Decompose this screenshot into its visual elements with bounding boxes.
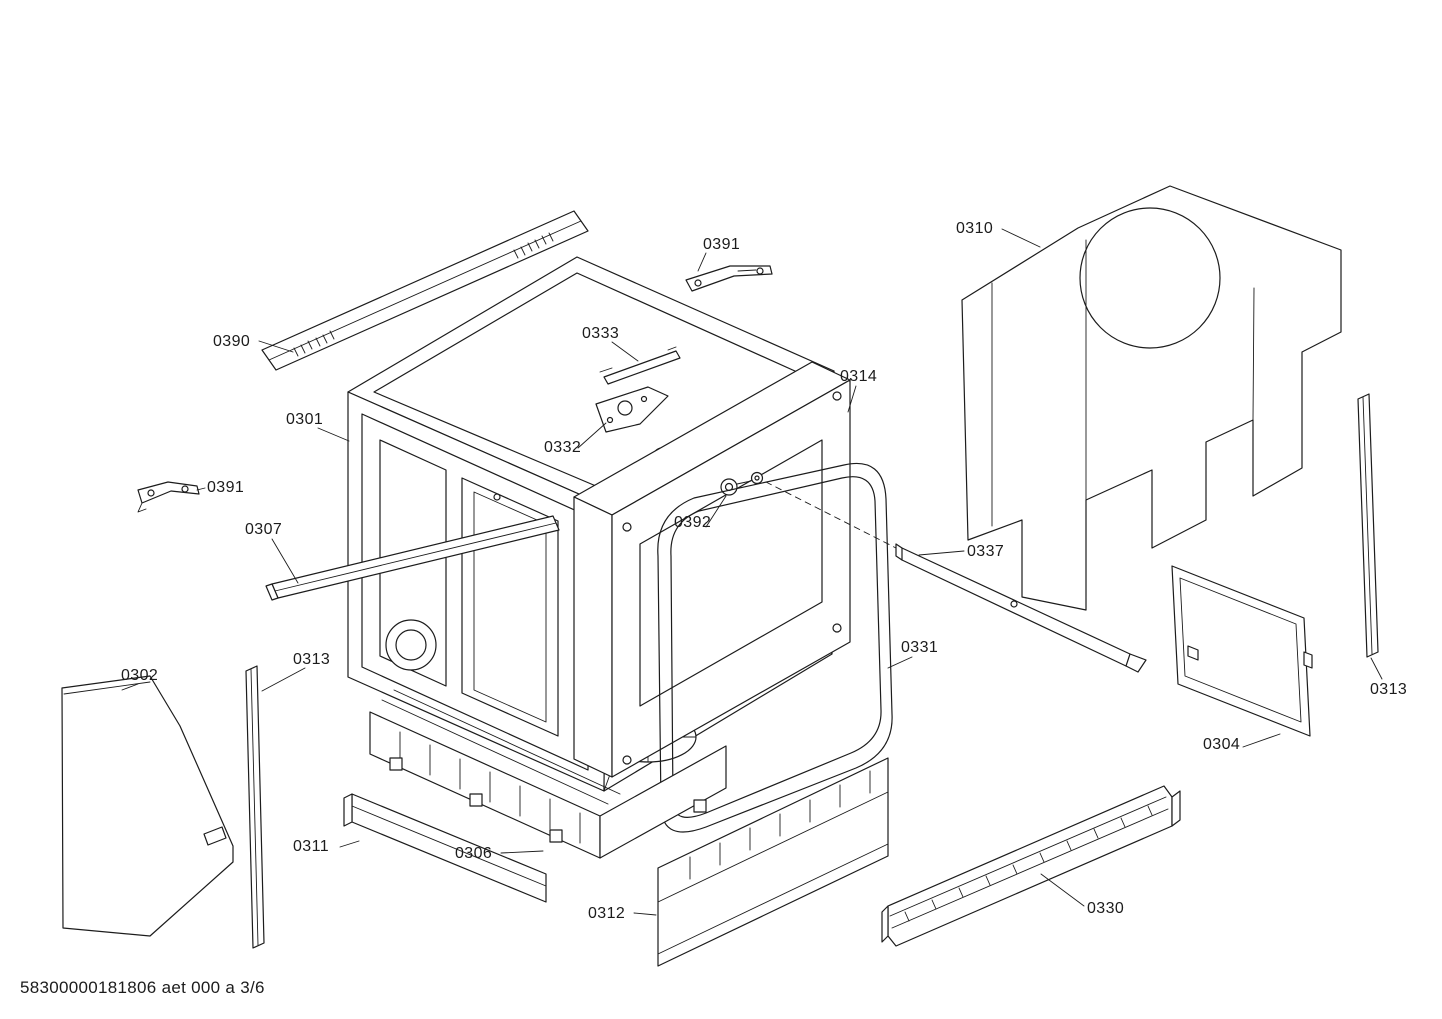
part-0331-door-seal xyxy=(657,462,893,833)
part-0332-lock xyxy=(595,386,669,433)
part-0306-base-assembly xyxy=(369,689,727,859)
part-label-0310: 0310 xyxy=(956,220,994,237)
part-0313-strip-left xyxy=(245,665,265,949)
part-0311-base-front-cover xyxy=(343,793,547,903)
part-0302-side-panel-left xyxy=(61,675,234,937)
part-label-0306: 0306 xyxy=(455,845,493,862)
part-0333-latch-rod xyxy=(599,346,681,385)
part-0313-strip-right xyxy=(1357,393,1379,658)
part-label-0391-left: 0391 xyxy=(207,479,245,496)
part-label-0392: 0392 xyxy=(674,514,712,531)
doc-code: 58300000181806 aet 000 a 3/6 xyxy=(20,978,265,997)
part-label-0337: 0337 xyxy=(967,543,1005,560)
part-label-0307: 0307 xyxy=(245,521,283,538)
part-label-0313-right: 0313 xyxy=(1370,681,1408,698)
part-label-0311: 0311 xyxy=(293,838,330,855)
part-label-0391-top: 0391 xyxy=(703,236,741,253)
part-0391-bracket-top xyxy=(685,265,773,292)
part-label-0314: 0314 xyxy=(840,368,878,385)
part-label-0332: 0332 xyxy=(544,439,582,456)
part-0307-rail xyxy=(265,515,560,601)
part-0304-panel-right xyxy=(1171,565,1313,737)
part-label-0302: 0302 xyxy=(121,667,159,684)
part-0330-insulation-strip-right xyxy=(881,785,1181,947)
part-label-0313-left: 0313 xyxy=(293,651,331,668)
part-0310-insulation-wrap xyxy=(961,185,1342,611)
part-label-0330: 0330 xyxy=(1087,900,1125,917)
part-label-0390: 0390 xyxy=(213,333,251,350)
part-label-0312: 0312 xyxy=(588,905,626,922)
part-label-0304: 0304 xyxy=(1203,736,1241,753)
part-0391-bracket-left xyxy=(137,481,200,513)
part-0312-insulation-bottom xyxy=(657,757,889,967)
part-0390-top-strip xyxy=(261,210,589,371)
part-label-0301: 0301 xyxy=(286,411,324,428)
part-0337-crossmember xyxy=(895,543,1147,673)
leader-lines xyxy=(121,228,1383,916)
part-label-0331: 0331 xyxy=(901,639,939,656)
part-label-0333: 0333 xyxy=(582,325,620,342)
